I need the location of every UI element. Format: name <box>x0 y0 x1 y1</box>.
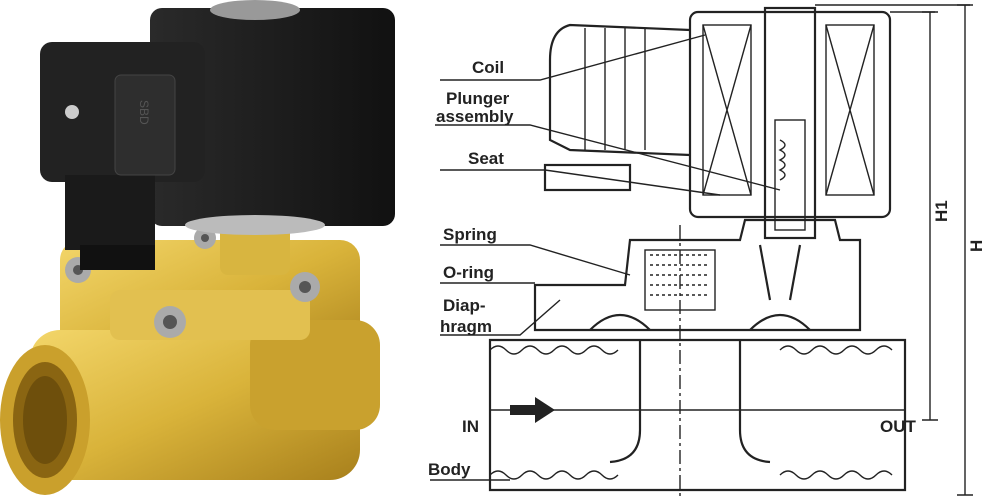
plunger-tube <box>763 6 817 240</box>
coil-housing-outline <box>688 10 892 219</box>
label-oring: O-ring <box>443 263 494 282</box>
label-inlet: IN <box>462 417 479 436</box>
connector-outline <box>548 23 691 157</box>
cable-connector: SBD <box>40 42 205 270</box>
connector-logo: SBD <box>137 100 151 125</box>
label-diaphragm-1: Diap- <box>443 296 486 315</box>
valve-body-outline <box>488 338 907 492</box>
coil-housing <box>150 0 395 235</box>
valve-cross-section-diagram: Coil Plunger assembly Seat Spring O-ring… <box>428 4 986 500</box>
flow-arrow-icon <box>510 397 555 423</box>
label-coil: Coil <box>472 58 504 77</box>
plunger <box>774 119 806 231</box>
valve-photo: SBD <box>0 0 395 495</box>
label-plunger: Plunger <box>446 89 510 108</box>
label-outlet: OUT <box>880 417 917 436</box>
label-seat: Seat <box>468 149 504 168</box>
label-body: Body <box>428 460 471 479</box>
bonnet-outline <box>533 218 862 332</box>
label-spring: Spring <box>443 225 497 244</box>
brass-body <box>0 215 380 495</box>
coil-winding-right <box>825 24 875 196</box>
label-h1: H1 <box>932 200 951 222</box>
label-diaphragm-2: hragm <box>440 317 492 336</box>
label-assembly: assembly <box>436 107 514 126</box>
label-h: H <box>967 240 986 252</box>
coil-winding-left <box>702 24 752 196</box>
